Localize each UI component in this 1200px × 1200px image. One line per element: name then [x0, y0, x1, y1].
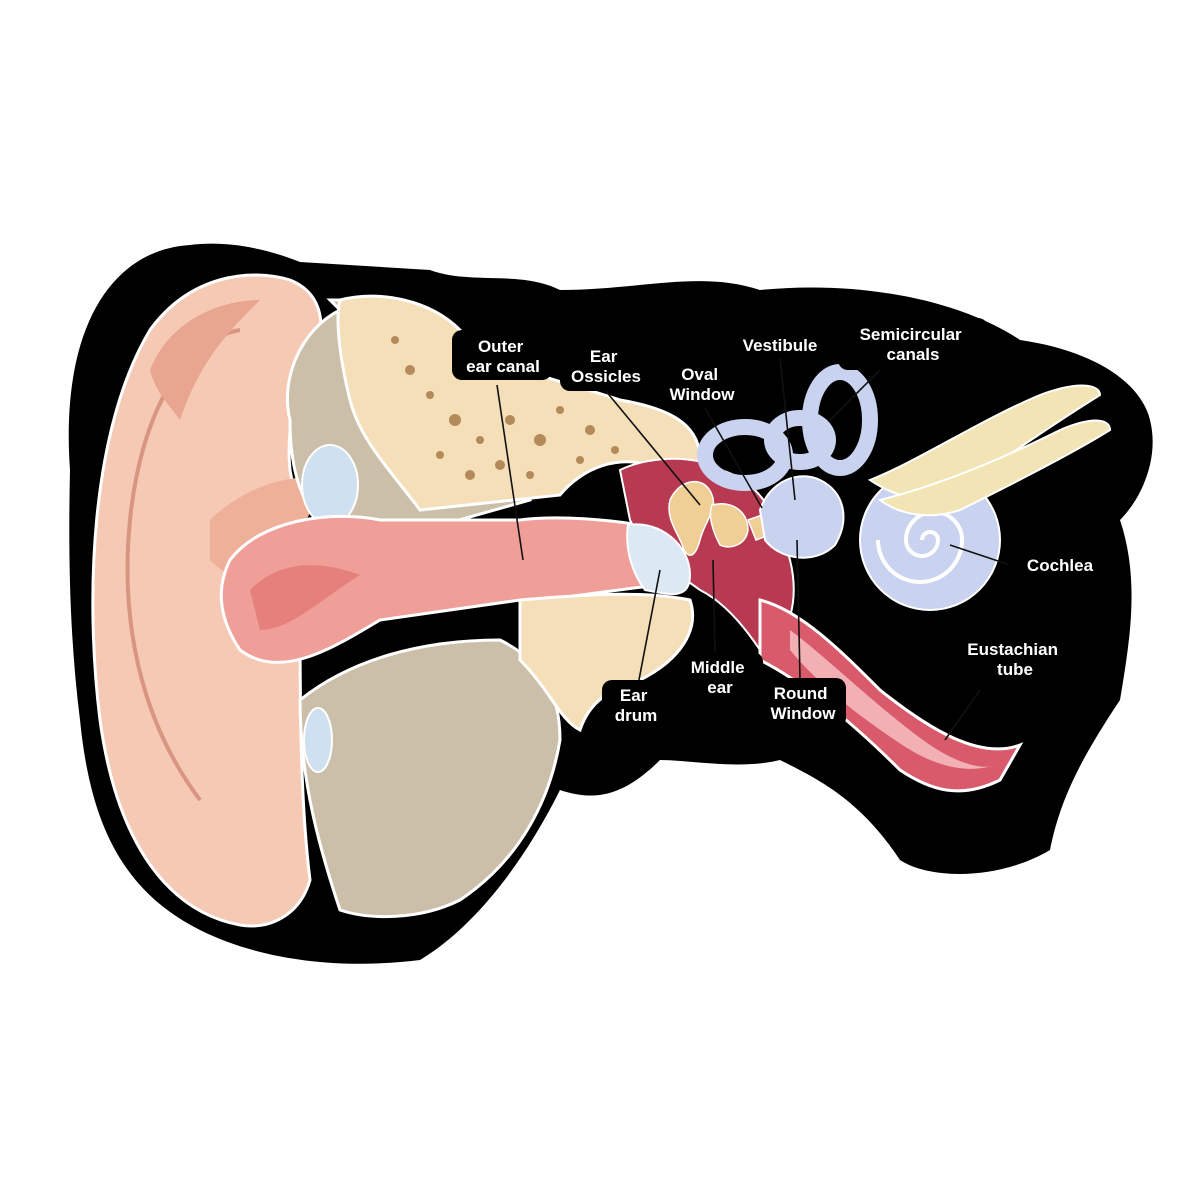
- auditory-nerve: [867, 384, 1112, 517]
- ear-drum: [626, 523, 692, 596]
- ear-canal: [219, 514, 663, 664]
- temporal-bone-upper: [285, 294, 702, 547]
- label-outer-ear-canal: Outer ear canal: [466, 337, 540, 376]
- labels: Outer ear canal Ear Ossicles Oval Window…: [466, 325, 1093, 725]
- label-vestibule: Vestibule: [743, 336, 818, 355]
- label-ear-drum: Ear drum: [615, 686, 658, 725]
- label-ear-ossicles: Ear Ossicles: [571, 347, 641, 386]
- leader-lines: [496, 357, 1011, 741]
- label-backings: [452, 318, 1112, 732]
- label-eustachian-tube: Eustachian tube: [967, 640, 1062, 679]
- semicircular-canals: [697, 364, 878, 491]
- label-cochlea: Cochlea: [1027, 556, 1094, 575]
- label-middle-ear: Middle ear: [691, 658, 750, 697]
- label-round-window: Round Window: [771, 684, 837, 723]
- label-oval-window: Oval Window: [670, 365, 736, 404]
- label-semicircular-canals: Semicircular canals: [860, 325, 967, 364]
